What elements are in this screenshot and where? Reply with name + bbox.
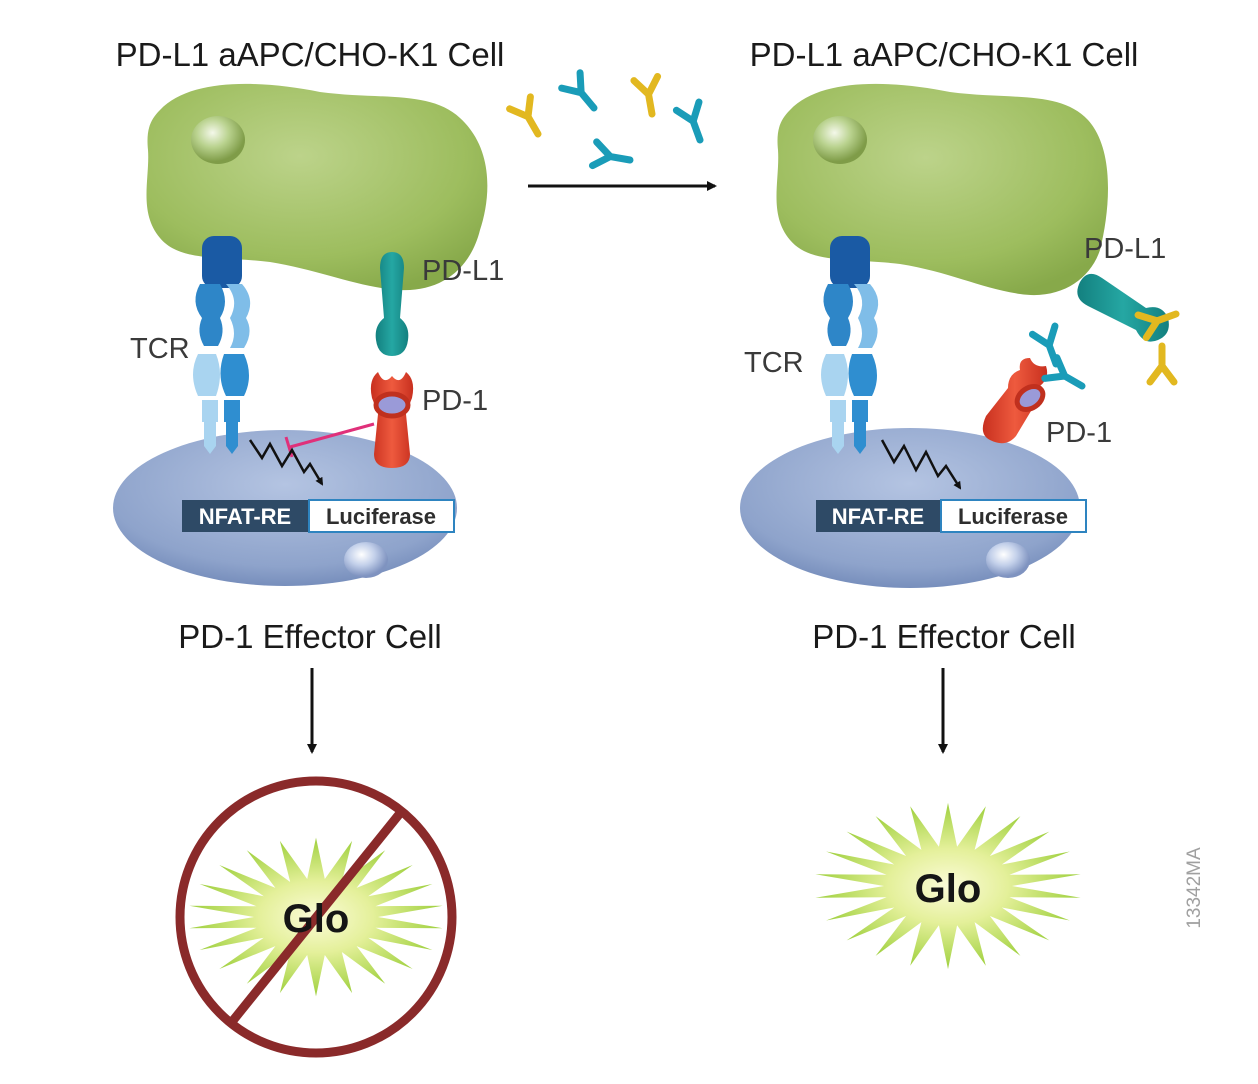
left-no-glo-signal: Glo [175, 776, 457, 1058]
right-tcr-receptor [821, 236, 879, 454]
left-tcr-receptor [193, 236, 251, 454]
right-apc-cell [776, 83, 1109, 296]
left-tcr-label: TCR [130, 333, 190, 365]
right-effector-nucleus [986, 542, 1030, 578]
right-luciferase-label: Luciferase [958, 504, 1068, 529]
left-reporter-box: NFAT-RE Luciferase [182, 499, 455, 533]
right-signal-arrow [880, 439, 962, 490]
antibody-addition [510, 73, 717, 191]
right-panel: PD-L1 aAPC/CHO-K1 Cell TCR PD-L1 PD-1 NF… [740, 36, 1180, 970]
left-pd1-label: PD-1 [422, 385, 488, 417]
left-signal-arrow [248, 439, 324, 486]
left-pdl1-label: PD-L1 [422, 255, 504, 287]
left-apc-nucleus [191, 116, 245, 164]
left-apc-title: PD-L1 aAPC/CHO-K1 Cell [116, 36, 505, 73]
right-nfat-re-label: NFAT-RE [832, 504, 924, 529]
antibody-4 [676, 102, 711, 144]
right-pd1-label: PD-1 [1046, 417, 1112, 449]
right-bound-antibody-4 [1045, 358, 1088, 397]
antibody-1 [510, 97, 549, 140]
right-apc-title: PD-L1 aAPC/CHO-K1 Cell [750, 36, 1139, 73]
right-glo-signal: Glo [815, 802, 1081, 970]
left-effector-nucleus [344, 542, 388, 578]
left-effector-title: PD-1 Effector Cell [178, 618, 441, 655]
right-glo-label: Glo [915, 867, 982, 911]
right-pdl1-receptor [1077, 273, 1169, 342]
antibody-3 [634, 76, 664, 116]
antibody-2 [562, 73, 604, 116]
right-pdl1-label: PD-L1 [1084, 233, 1166, 265]
left-panel: PD-L1 aAPC/CHO-K1 Cell TCR PD-L1 PD-1 NF [113, 36, 505, 1058]
right-reporter-box: NFAT-RE Luciferase [816, 499, 1087, 533]
left-glo-label: Glo [283, 897, 350, 941]
right-effector-title: PD-1 Effector Cell [812, 618, 1075, 655]
left-pd1-receptor [370, 372, 414, 468]
right-pd1-receptor [982, 358, 1048, 444]
left-pdl1-receptor [375, 252, 409, 356]
figure-id: 13342MA [1184, 847, 1205, 929]
antibody-5 [592, 142, 632, 172]
right-apc-nucleus [813, 116, 867, 164]
right-tcr-label: TCR [744, 347, 804, 379]
left-luciferase-label: Luciferase [326, 504, 436, 529]
left-nfat-re-label: NFAT-RE [199, 504, 291, 529]
right-bound-antibody-2 [1150, 346, 1174, 382]
